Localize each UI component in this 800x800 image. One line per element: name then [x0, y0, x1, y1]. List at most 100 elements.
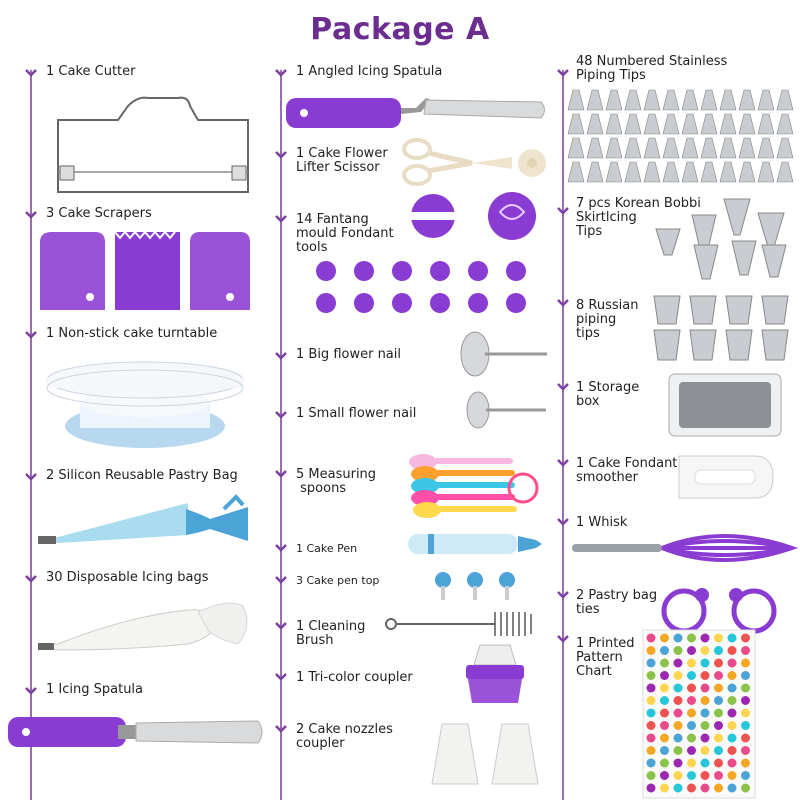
- piping-tip-icon: [643, 161, 661, 183]
- item-label: 14 Fantang mould Fondant tools: [296, 212, 394, 255]
- pattern-dot: [741, 683, 750, 693]
- pattern-dot: [700, 721, 710, 730]
- pattern-dot: [741, 771, 750, 780]
- cake-pen-icon: [408, 534, 542, 554]
- piping-tip-icon: [757, 89, 775, 111]
- pattern-dot: [673, 683, 683, 693]
- pattern-dot: [727, 758, 737, 768]
- page-title: Package A: [310, 12, 490, 47]
- piping-tip-icon: [643, 137, 661, 159]
- pattern-dot: [646, 633, 656, 643]
- pattern-dot: [727, 746, 737, 755]
- pattern-dot: [714, 633, 723, 643]
- piping-tip-icon: [738, 89, 756, 111]
- pattern-dot: [660, 708, 669, 718]
- pattern-dot: [741, 646, 750, 655]
- pattern-dot: [660, 721, 669, 730]
- item-label: 1 Storage box: [576, 380, 640, 409]
- pattern-dot: [673, 671, 683, 680]
- pattern-dot: [660, 683, 669, 693]
- pattern-dot: [673, 658, 683, 668]
- item-label: 1 Cake Cutter: [46, 64, 136, 79]
- piping-tip-icon: [700, 137, 718, 159]
- item-label: 1 Cake Flower Lifter Scissor: [296, 146, 388, 175]
- pattern-dot: [673, 696, 683, 705]
- item-label: 2 Pastry bag ties: [576, 588, 658, 617]
- item-label: 1 Angled Icing Spatula: [296, 64, 443, 79]
- pattern-dot: [714, 783, 723, 793]
- pattern-dot: [714, 733, 723, 743]
- piping-tip-icon: [567, 137, 585, 159]
- turntable-icon: [46, 361, 244, 448]
- pattern-dot: [646, 783, 656, 793]
- pattern-dot: [673, 746, 683, 755]
- chevron-down-icon: [275, 622, 287, 630]
- item-label: 1 Small flower nail: [296, 406, 417, 421]
- pattern-dot: [727, 733, 737, 743]
- pattern-dot: [700, 758, 710, 768]
- pattern-dot: [741, 783, 750, 793]
- piping-tip-icon: [605, 113, 623, 135]
- item-label: 1 Whisk: [576, 515, 628, 530]
- piping-tip-icon: [662, 137, 680, 159]
- spatula-icon: [8, 717, 263, 747]
- nozzle-coupler-icon: [431, 723, 539, 785]
- piping-tip-icon: [719, 113, 737, 135]
- chevron-down-icon: [25, 331, 37, 339]
- pattern-dot: [660, 658, 669, 668]
- pattern-dot: [700, 771, 710, 780]
- pattern-dot: [700, 783, 710, 793]
- piping-tip-icon: [662, 161, 680, 183]
- pattern-dot: [646, 696, 656, 705]
- piping-tip-icon: [757, 161, 775, 183]
- pattern-dot: [646, 758, 656, 768]
- bag-ties-icon: [661, 588, 777, 634]
- piping-tip-icon: [700, 113, 718, 135]
- piping-tip-icon: [643, 113, 661, 135]
- pattern-dot: [700, 696, 710, 705]
- piping-tip-icon: [605, 161, 623, 183]
- pattern-dot: [727, 633, 737, 643]
- piping-tip-icon: [776, 113, 794, 135]
- chevron-down-icon: [557, 591, 569, 599]
- pattern-dot: [714, 708, 723, 718]
- pattern-dot: [687, 721, 696, 730]
- chevron-down-icon: [275, 576, 287, 584]
- piping-tip-icon: [719, 161, 737, 183]
- scissor-icon: [402, 138, 546, 186]
- piping-tip-icon: [624, 137, 642, 159]
- chevron-down-icon: [275, 69, 287, 77]
- pattern-dot: [687, 758, 696, 768]
- pattern-dot: [646, 671, 656, 680]
- pattern-dot: [727, 683, 737, 693]
- item-label: 1 Cake Fondant smoother: [576, 456, 678, 485]
- fondant-tools-icon: [316, 192, 536, 313]
- pattern-dot: [673, 708, 683, 718]
- chevron-down-icon: [25, 575, 37, 583]
- storage-box-icon: [668, 373, 782, 437]
- flower-nail-icon: [466, 391, 546, 429]
- piping-tip-icon: [757, 113, 775, 135]
- item-label: 1 Tri-color coupler: [296, 670, 413, 685]
- item-label: 1 Cake Pen: [296, 542, 358, 555]
- pattern-dot: [687, 683, 696, 693]
- scrapers-icon: [40, 230, 250, 310]
- piping-tip-icon: [757, 137, 775, 159]
- item-label: 1 Big flower nail: [296, 347, 401, 362]
- piping-tip-icon: [624, 161, 642, 183]
- pattern-dot: [741, 733, 750, 743]
- piping-tip-icon: [681, 113, 699, 135]
- chevron-down-icon: [275, 151, 287, 159]
- pattern-dot: [700, 646, 710, 655]
- pattern-dot: [660, 771, 669, 780]
- piping-tip-icon: [681, 89, 699, 111]
- pattern-dot: [714, 696, 723, 705]
- pattern-dot: [741, 696, 750, 705]
- disposable-bag-icon: [37, 602, 248, 651]
- flower-nail-icon: [460, 331, 547, 377]
- pattern-dot: [714, 746, 723, 755]
- column-line-1: [30, 70, 32, 800]
- chevron-down-icon: [275, 411, 287, 419]
- pattern-dot: [646, 721, 656, 730]
- pattern-dot: [741, 658, 750, 668]
